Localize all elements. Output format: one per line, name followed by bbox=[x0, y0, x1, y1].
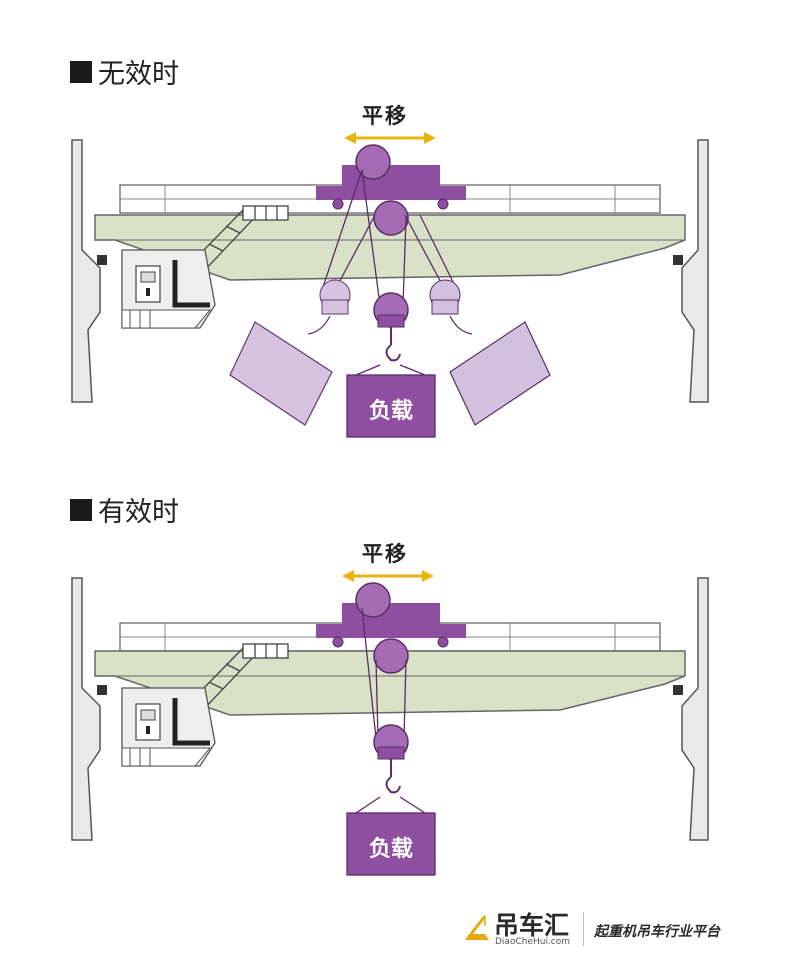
brand-divider bbox=[583, 912, 584, 946]
swing-right-ghost bbox=[429, 279, 551, 426]
load-box bbox=[346, 374, 436, 438]
center-hook-block bbox=[355, 292, 426, 376]
move-label: 平移 bbox=[362, 542, 408, 566]
crane-diagram-ineffective bbox=[71, 132, 709, 438]
traverse-arrow-icon bbox=[342, 570, 434, 582]
load-label: 负载 bbox=[368, 399, 413, 424]
title-square-icon bbox=[70, 498, 92, 521]
panel-effective: 有效时 平移 bbox=[0, 470, 800, 890]
panel-title-text: 有效时 bbox=[98, 497, 179, 528]
right-wall bbox=[681, 139, 709, 403]
brand-name: 吊车汇 bbox=[494, 911, 570, 940]
crane-logo-icon bbox=[465, 915, 489, 940]
move-label: 平移 bbox=[362, 104, 408, 128]
center-hook-block bbox=[355, 724, 426, 814]
panel-title-text: 无效时 bbox=[98, 59, 179, 90]
title-square-icon bbox=[70, 60, 92, 83]
swing-left-ghost bbox=[229, 279, 351, 426]
crane-diagram-effective bbox=[71, 570, 709, 876]
left-wall bbox=[71, 577, 101, 841]
operator-cab bbox=[121, 687, 216, 767]
panel-ineffective: 无效时 平移 bbox=[0, 0, 800, 470]
load-label: 负载 bbox=[368, 837, 413, 862]
load-box bbox=[346, 812, 436, 876]
trolley bbox=[316, 582, 466, 674]
brand-url: DiaoCheHui.com bbox=[495, 937, 571, 947]
footer-watermark: 吊车汇 DiaoCheHui.com 起重机吊车行业平台 bbox=[0, 895, 800, 958]
traverse-arrow-icon bbox=[344, 132, 436, 144]
brand-slogan: 起重机吊车行业平台 bbox=[594, 924, 720, 940]
left-wall bbox=[71, 139, 101, 403]
right-wall bbox=[681, 577, 709, 841]
panel-title: 无效时 bbox=[70, 52, 179, 91]
panel-title: 有效时 bbox=[70, 490, 179, 529]
operator-cab bbox=[121, 249, 216, 329]
